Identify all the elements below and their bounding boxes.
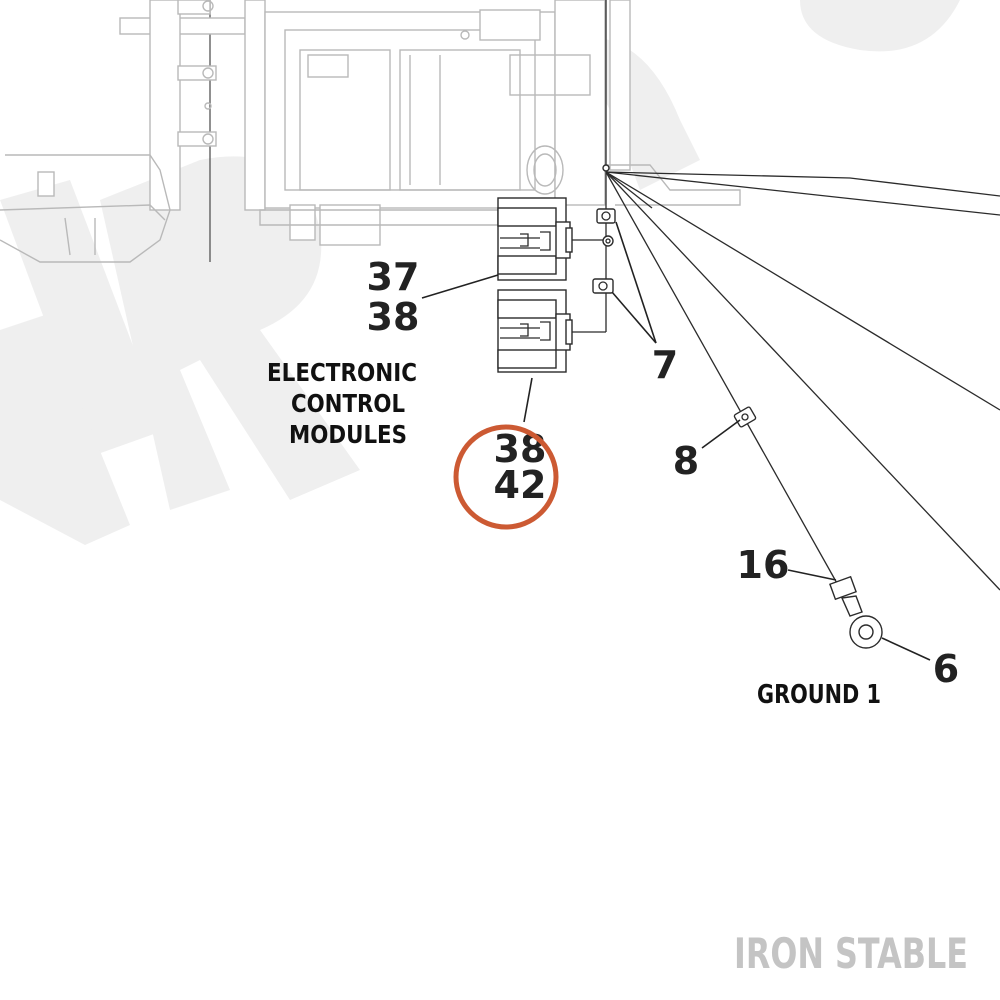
callout-labels: 37 38 7 38 42 8 16 6 <box>367 255 960 691</box>
callout-16: 16 <box>737 543 790 587</box>
ecm-connector-upper <box>497 197 573 281</box>
captions: ELECTRONIC CONTROL MODULES GROUND 1 <box>267 358 881 710</box>
fastener-mid <box>602 235 614 247</box>
callout-38-lower: 38 <box>494 427 547 471</box>
callout-38-upper: 38 <box>367 295 420 339</box>
highlight-circle <box>453 424 559 530</box>
ecm-caption-line1: ELECTRONIC <box>267 358 417 387</box>
ecm-caption-line2: CONTROL <box>291 389 405 418</box>
callout-7: 7 <box>652 343 678 387</box>
callout-42: 42 <box>494 463 547 507</box>
callout-6: 6 <box>933 647 959 691</box>
callout-8: 8 <box>673 439 699 483</box>
ecm-connector-lower <box>497 289 573 373</box>
fastener-lower <box>592 278 614 294</box>
callout-37: 37 <box>367 255 420 299</box>
wiring-lines <box>568 0 1000 591</box>
leader-lines <box>421 221 931 661</box>
wire-clip-8 <box>733 406 757 428</box>
ecm-caption-line3: MODULES <box>289 420 407 449</box>
ground-terminal <box>829 575 883 649</box>
ground-caption: GROUND 1 <box>757 680 881 710</box>
brand-watermark: IRON STABLE <box>734 929 968 978</box>
fastener-upper <box>596 208 616 224</box>
frame-linework <box>0 0 741 263</box>
